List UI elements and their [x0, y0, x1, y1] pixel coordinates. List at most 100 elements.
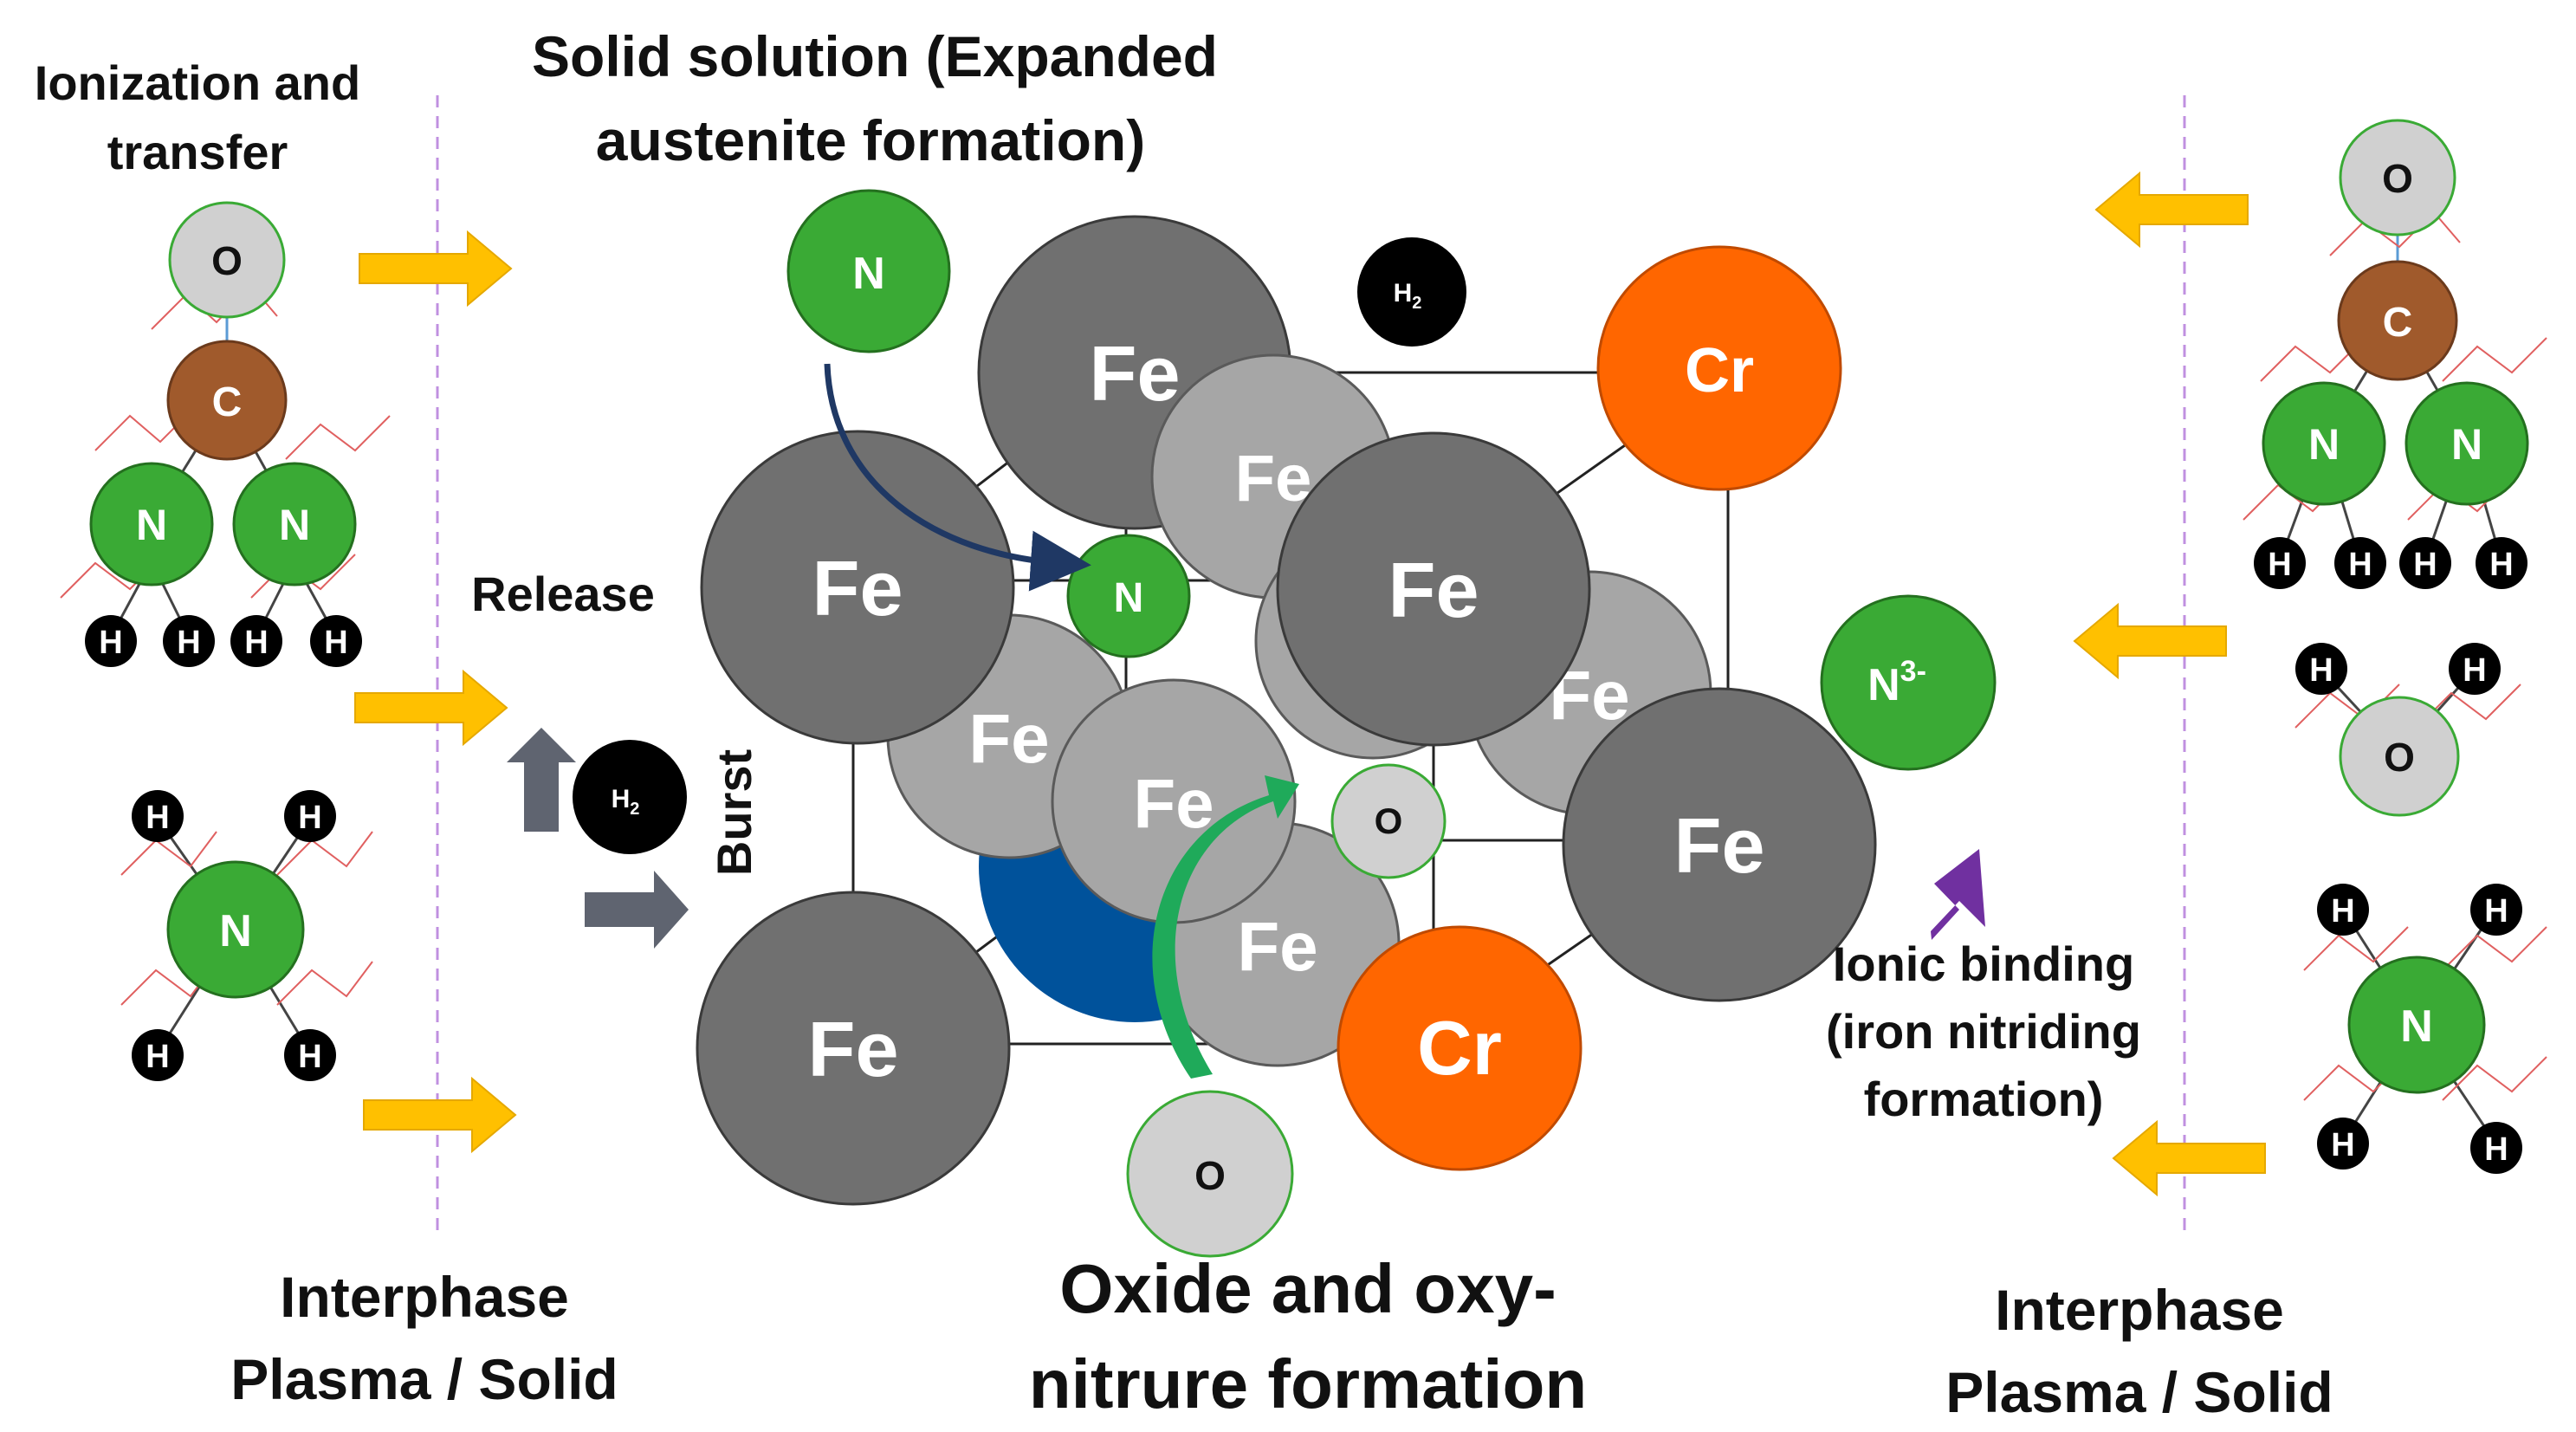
diffusion-arrow — [824, 363, 1091, 592]
hydrogen-atom — [163, 615, 215, 667]
grey-arrow-right — [585, 871, 689, 949]
hydrogen-atom — [2334, 537, 2386, 589]
ionic-binding-label: (iron nitriding — [1826, 1004, 2141, 1059]
nitrogen-atom — [166, 860, 305, 999]
iron-atom-large — [1562, 687, 1877, 1002]
nitrogen-atom — [89, 462, 214, 586]
interphase-label-right: Interphase — [1995, 1278, 2284, 1342]
molecule-ocnn-left: O C N N H H H H — [60, 201, 391, 667]
carbon-label: C — [2383, 300, 2413, 346]
hydrogen-atom — [2399, 537, 2451, 589]
hydrogen-label: H — [2309, 652, 2333, 689]
molecule-nh4-left: N H H H H — [120, 790, 373, 1081]
hydrogen-atom — [85, 615, 137, 667]
hydrogen-label: H — [298, 800, 321, 836]
nitrogen-atom — [2404, 381, 2529, 506]
iron-label: Fe — [1388, 548, 1479, 634]
iron-label: Fe — [1133, 765, 1214, 842]
nitride-ion — [1820, 594, 1997, 771]
ionic-binding-label: Ionic binding — [1833, 936, 2134, 991]
nitrogen-label: N — [2400, 1001, 2433, 1052]
nitrogen-label: N — [279, 501, 310, 549]
hydrogen-label: H — [2484, 893, 2508, 930]
yellow-arrow-left — [2094, 171, 2249, 249]
oxygen-atom-lattice — [1330, 763, 1447, 879]
hydrogen-atom — [2317, 1118, 2369, 1170]
hydrogen-atom — [132, 1029, 184, 1081]
iron-label: Fe — [1673, 803, 1764, 890]
hydrogen-label: H — [2484, 1131, 2508, 1168]
hydrogen-label: H — [99, 625, 122, 661]
iron-label: Fe — [1235, 442, 1312, 515]
hydrogen-label: H — [298, 1039, 321, 1075]
oxygen-label: O — [2382, 156, 2413, 201]
oxygen-atom — [168, 201, 286, 319]
nitrogen-atom — [232, 462, 357, 586]
hydrogen-label: H — [2268, 547, 2291, 583]
iron-atom-large — [700, 430, 1015, 745]
nitride-ion-label: N3- — [1867, 655, 1926, 710]
hydrogen-label: H — [146, 1039, 169, 1075]
nitrogen-label: N — [2308, 420, 2340, 469]
iron-label: Fe — [1237, 908, 1317, 985]
chromium-atom — [1337, 925, 1582, 1171]
interphase-label-left: Plasma / Solid — [230, 1347, 618, 1411]
oxygen-label: O — [2384, 735, 2415, 780]
molecule-ocnn-right: O C N N H H H H — [2243, 119, 2547, 589]
hydrogen-atom — [2254, 537, 2306, 589]
ionization-label: Ionization and — [35, 55, 360, 110]
burst-label: Burst — [707, 749, 761, 876]
hydrogen-atom — [230, 615, 282, 667]
hydrogen-label: H — [2331, 893, 2354, 930]
iron-label: Fe — [1089, 331, 1180, 418]
hydrogen-atom — [2449, 643, 2501, 695]
h2-label: H2 — [612, 785, 640, 819]
hydrogen-label: H — [2348, 547, 2372, 583]
oxygen-atom-incoming — [1126, 1090, 1294, 1258]
h2-molecule — [1357, 237, 1466, 347]
hydrogen-label: H — [324, 625, 347, 661]
molecule-nh4-right: N H H H H — [2303, 884, 2547, 1174]
oxygen-label: O — [1194, 1153, 1226, 1198]
nitrogen-atom-incoming — [786, 189, 951, 353]
interphase-label-right: Plasma / Solid — [1945, 1360, 2333, 1424]
nitrogen-label: N — [1114, 575, 1144, 621]
yellow-arrow-right — [354, 669, 508, 747]
oxygen-label: O — [211, 238, 243, 283]
hydrogen-atom — [2317, 884, 2369, 936]
hydrogen-label: H — [2463, 652, 2486, 689]
iron-label: Fe — [968, 700, 1049, 777]
chromium-label: Cr — [1685, 336, 1754, 405]
hydrogen-label: H — [2489, 547, 2513, 583]
yellow-arrow-right — [363, 1076, 517, 1154]
yellow-arrow-left — [2073, 602, 2227, 680]
hydrogen-atom — [2295, 643, 2347, 695]
oxygen-atom — [2339, 119, 2456, 237]
hydrogen-atom — [284, 1029, 336, 1081]
chromium-atom — [1596, 245, 1842, 491]
yellow-arrow-left — [2112, 1119, 2266, 1197]
iron-label: Fe — [807, 1007, 898, 1093]
nitrogen-label: N — [852, 249, 885, 299]
molecule-h2o-right: O H H — [2294, 643, 2521, 817]
solid-solution-label: austenite formation) — [596, 108, 1145, 172]
oxygen-label: O — [1375, 800, 1403, 841]
hydrogen-label: H — [2413, 547, 2437, 583]
nitrogen-atom — [2262, 381, 2386, 506]
nitrogen-label: N — [136, 501, 167, 549]
hydrogen-label: H — [244, 625, 268, 661]
chromium-label: Cr — [1417, 1005, 1502, 1091]
h2-label: H2 — [1394, 279, 1422, 313]
hydrogen-label: H — [2331, 1127, 2354, 1163]
oxide-label: Oxide and oxy- — [1059, 1250, 1556, 1327]
carbon-label: C — [212, 379, 243, 425]
nitrogen-atom-interstitial — [1066, 534, 1191, 658]
interphase-label-left: Interphase — [280, 1265, 569, 1329]
hydrogen-label: H — [177, 625, 200, 661]
oxidation-arrow — [1152, 775, 1299, 1079]
grey-arrow-up — [507, 728, 576, 832]
h2-molecule — [573, 740, 687, 854]
hydrogen-atom — [2476, 537, 2527, 589]
hydrogen-atom — [2470, 884, 2522, 936]
